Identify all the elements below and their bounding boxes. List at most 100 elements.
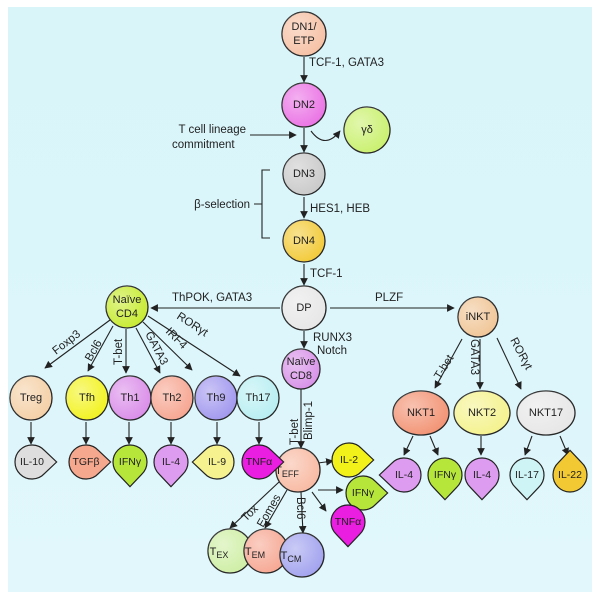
cytokine-label: TGFβ [72, 456, 99, 468]
edge-cd4-treg [44, 319, 111, 369]
cell-label: iNKT [466, 311, 491, 323]
cytokine-label: IL-17 [515, 469, 539, 481]
cell-shading [458, 297, 498, 337]
edge-inkt-nkt1 [434, 338, 463, 389]
edge-teff-tcm [298, 491, 307, 534]
label-dp-inkt: PLZF [375, 292, 403, 304]
label-cd4-tfh: Bcl6 [83, 338, 105, 363]
cell-node-tex: TEX [207, 528, 253, 574]
cell-label: NKT17 [529, 407, 563, 419]
edge-nkt17-il17 [523, 435, 533, 456]
cytokine-label: IFNγ [434, 469, 457, 481]
cell-node-dn2: DN2 [281, 82, 327, 128]
cell-shading [282, 12, 326, 56]
cytokine-il9: IL-9 [191, 444, 235, 480]
cell-node-gd: γδ [343, 106, 391, 154]
cytokine-drop [378, 457, 422, 493]
edge-cd4-th17 [147, 315, 241, 377]
cell-label: NKT1 [407, 407, 435, 419]
cytokine-drop [464, 457, 500, 501]
label-lineage-commitment-2: commitment [172, 139, 235, 151]
cell-shading [280, 533, 324, 577]
label-inkt-nkt17: RORγt [507, 336, 534, 373]
label-lineage-commitment-1: T cell lineage [178, 124, 246, 136]
cell-shading [282, 349, 320, 389]
cell-shading [276, 448, 320, 492]
edges [27, 57, 569, 534]
cell-shading [282, 83, 326, 127]
cell-label-line2: ETP [293, 35, 314, 47]
cytokine-il10: IL-10 [14, 444, 58, 480]
edge-nkt17-il22 [559, 435, 569, 456]
cell-shading [66, 376, 108, 420]
edge-teff-tem [264, 489, 288, 529]
cytokine-tgfb: TGFβ [68, 444, 112, 480]
cell-node-th17: Th17 [236, 375, 280, 421]
cell-node-dp: DP [281, 285, 327, 331]
cytokine-ifng-teff: IFNγ [345, 475, 389, 511]
label-teff-tcm: Bcl6 [294, 497, 306, 519]
cell-shading [283, 220, 325, 262]
edge-nkt1-ifng [429, 435, 439, 456]
cell-node-tfh: Tfh [65, 375, 109, 421]
cell-label: DN4 [293, 235, 315, 247]
cell-label: Th9 [207, 392, 226, 404]
label-beta-selection: β-selection [194, 199, 250, 211]
beta-selection-bracket [254, 169, 270, 239]
cell-label: γδ [361, 124, 373, 136]
cytokine-drop [153, 444, 189, 488]
cytokine-il22: IL-22 [552, 449, 588, 493]
cell-label: Th1 [121, 392, 140, 404]
edge-teff-tnfa [311, 491, 327, 512]
cytokine-label: TNFα [246, 456, 272, 468]
cell-label: Treg [20, 392, 42, 404]
cytokine-drop [427, 457, 463, 501]
label-dn3-dn4: HES1, HEB [310, 203, 370, 215]
cell-shading [517, 391, 575, 435]
cell-shading [344, 107, 390, 153]
cytokine-il4-th2: IL-4 [153, 444, 189, 488]
cell-shading [109, 376, 151, 420]
cell-node-dn4: DN4 [282, 219, 326, 263]
cytokine-drop [345, 475, 389, 511]
edge-dn2-gammadelta [310, 130, 341, 142]
cell-node-dn1: DN1/ETP [281, 11, 327, 57]
cell-label: Th17 [245, 392, 270, 404]
edge-nkt1-il4 [403, 435, 414, 456]
cell-label: NKT2 [468, 407, 496, 419]
cytokine-label: IL-9 [208, 456, 226, 468]
cytokine-label: IL-4 [162, 456, 180, 468]
cell-label: TEFF [275, 465, 299, 479]
cell-label-line1: Naïve [113, 294, 142, 306]
label-cd8-teff-1: T-bet [289, 418, 301, 445]
cell-shading [195, 376, 237, 420]
label-dp-cd4: ThPOK, GATA3 [172, 292, 252, 304]
label-inkt-nkt2: GATA3 [468, 339, 480, 375]
cell-shading [282, 286, 326, 330]
cytokine-ifng-th1: IFNγ [112, 444, 148, 488]
cell-label-line2: CD4 [116, 308, 138, 320]
cell-shading [151, 376, 193, 420]
cell-node-th9: Th9 [194, 375, 238, 421]
cell-label: DP [296, 302, 311, 314]
cell-label: DN3 [293, 168, 315, 180]
cytokine-il2: IL-2 [331, 442, 375, 478]
label-dp-cd8-2: Notch [317, 345, 347, 357]
cytokine-drop [191, 444, 235, 480]
label-dn4-dp: TCF-1 [310, 268, 343, 280]
cell-label-line2: CD8 [290, 370, 312, 382]
cell-node-nkt1: NKT1 [392, 390, 450, 436]
cell-node-th2: Th2 [150, 375, 194, 421]
edge-cd4-tfh [87, 325, 114, 372]
cytokine-label: IL-2 [340, 454, 358, 466]
cytokine-drop [14, 444, 58, 480]
label-cd4-treg: Foxp3 [50, 328, 83, 357]
edge-teff-tex [229, 481, 280, 529]
cytokine-label: IL-22 [558, 469, 582, 481]
cell-label: Tfh [79, 392, 95, 404]
edge-inkt-nkt17 [496, 337, 522, 390]
